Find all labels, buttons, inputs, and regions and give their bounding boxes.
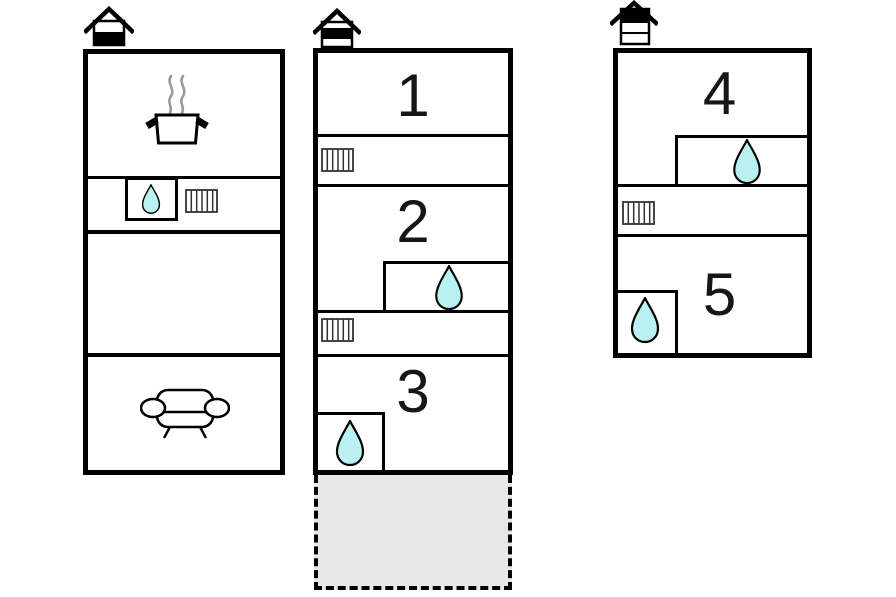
wall-divider: [88, 230, 280, 234]
wall-divider: [318, 310, 508, 313]
terrace-area: [314, 475, 512, 590]
chimney-icon: [84, 5, 134, 47]
room-number-label: 4: [702, 60, 737, 127]
bathroom-cubicle: [618, 290, 678, 353]
wall-divider: [88, 176, 280, 179]
room-number-label: 1: [396, 62, 430, 129]
radiator-icon: [321, 148, 354, 172]
radiator-icon: [622, 201, 655, 225]
water-drop-icon: [733, 138, 761, 185]
water-drop-icon: [335, 419, 365, 467]
room-number-label: 2: [396, 188, 430, 255]
bathroom-cubicle: [125, 177, 178, 221]
room-number-label: 3: [396, 358, 430, 425]
water-drop-icon: [435, 264, 463, 311]
wall-divider: [618, 184, 807, 187]
left-building: [83, 49, 285, 475]
cooking-pot-icon: [145, 74, 209, 145]
bathroom-cubicle: [318, 412, 385, 470]
chimney-icon: [610, 0, 658, 46]
chimney-icon: [313, 7, 361, 48]
bathroom-cubicle: [675, 135, 807, 185]
middle-building: 1 2 3: [313, 48, 513, 475]
radiator-icon: [321, 318, 354, 342]
right-building: 4 5: [613, 48, 812, 358]
wall-divider: [618, 234, 807, 237]
wall-divider: [318, 354, 508, 357]
room-number-label: 5: [702, 261, 737, 328]
sofa-icon: [140, 388, 230, 439]
bathroom-cubicle: [383, 261, 508, 311]
radiator-icon: [185, 189, 218, 213]
wall-divider: [318, 184, 508, 187]
water-drop-icon: [630, 296, 660, 344]
wall-divider: [318, 134, 508, 137]
water-drop-icon: [141, 184, 161, 214]
wall-divider: [88, 353, 280, 357]
